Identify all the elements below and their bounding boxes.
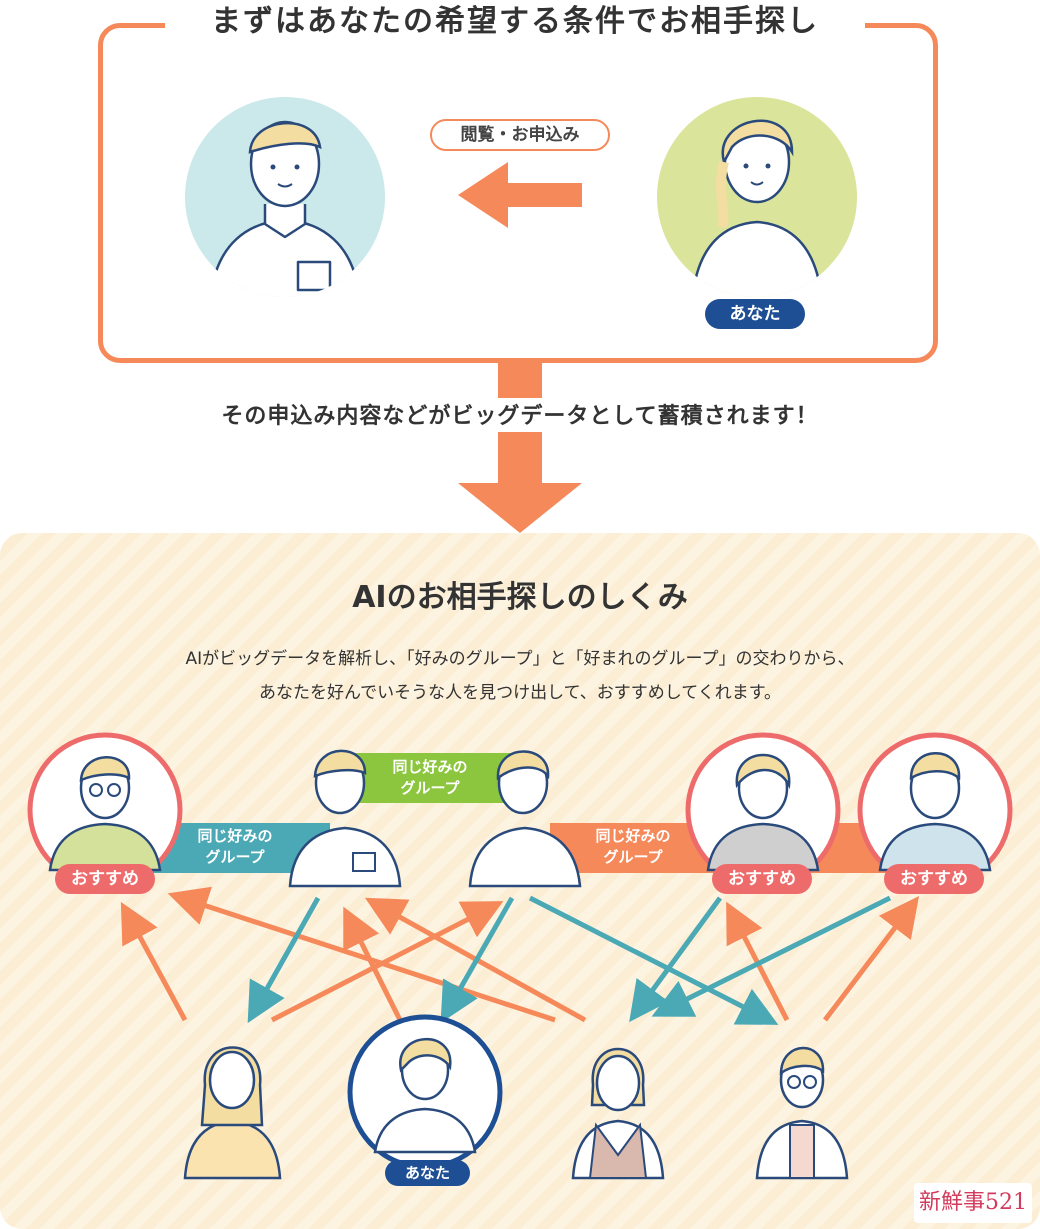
teal-group-label: 同じ好みのグループ xyxy=(197,827,273,866)
ai-description-line2: あなたを好んでいそうな人を見つけ出して、おすすめしてくれます。 xyxy=(258,683,782,703)
woman-avatar xyxy=(657,97,857,297)
watermark: 新鮮事521 xyxy=(914,1183,1032,1223)
down-arrow-icon xyxy=(458,363,582,533)
recommend-badge-2: おすすめ xyxy=(712,864,812,894)
person-man-shirt xyxy=(288,749,402,888)
middle-text-bg xyxy=(170,398,870,432)
top-title: まずはあなたの希望する条件でお相手探し xyxy=(165,2,865,42)
connection-arrows xyxy=(120,886,920,1025)
green-group-label: 同じ好みのグループ xyxy=(392,758,468,797)
recommend-badge-3: おすすめ xyxy=(884,864,984,894)
ai-description-line1: AIがビッグデータを解析し、「好みのグループ」と「好まれのグループ」の交わりから… xyxy=(185,649,855,669)
green-group-band xyxy=(350,753,520,803)
person-recommended-2 xyxy=(685,732,841,888)
person-woman-vest xyxy=(571,1047,665,1180)
you-badge-bottom: あなた xyxy=(385,1160,470,1186)
person-man-sweater xyxy=(468,750,582,888)
view-apply-label: 閲覧・お申込み xyxy=(430,119,610,151)
person-woman-long-hair xyxy=(183,1046,282,1180)
person-man-glasses xyxy=(755,1046,849,1180)
person-recommended-1 xyxy=(27,732,183,888)
person-recommended-3 xyxy=(857,732,1013,888)
ai-section-title: AIのお相手探しのしくみ xyxy=(352,580,688,615)
left-arrow-icon xyxy=(458,162,582,228)
bigdata-message: その申込み内容などがビッグデータとして蓄積されます！ xyxy=(221,404,819,429)
orange-group-label: 同じ好みのグループ xyxy=(595,827,671,866)
recommend-badge-1: おすすめ xyxy=(55,864,155,894)
person-you xyxy=(347,1014,503,1170)
you-badge-top: あなた xyxy=(705,299,805,329)
man-avatar xyxy=(185,97,385,297)
